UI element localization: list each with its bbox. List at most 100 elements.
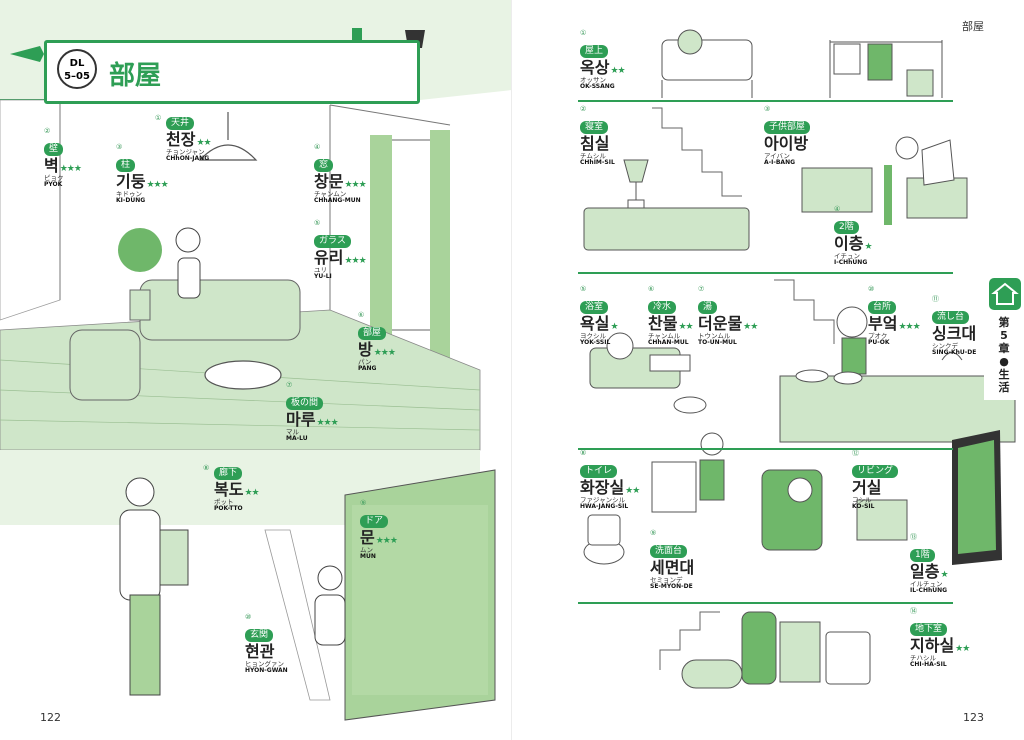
- entry-kitchen: ⑩ 台所 부엌★★★ プオク PU-OK: [868, 286, 921, 346]
- ja-label: 天井: [166, 117, 195, 130]
- kr-word: 찬물: [648, 314, 678, 333]
- kana-reading: シンクデ: [932, 342, 958, 350]
- entry-number: ⑧: [580, 449, 587, 457]
- romanization: OK-SSANG: [580, 82, 615, 90]
- entry-number: ⑤: [314, 219, 321, 227]
- star-rating: ★★★: [375, 536, 398, 546]
- ja-label: 柱: [116, 159, 136, 172]
- ja-label: 地下室: [910, 623, 948, 636]
- entry-number: ⑩: [868, 285, 875, 293]
- star-rating: ★: [610, 322, 618, 332]
- entry-ceiling: ① 天井 천장★★ チョンジャン CHhON-JANG: [155, 112, 212, 162]
- entry-number: ⑩: [245, 613, 252, 621]
- entry-number: ⑨: [650, 529, 657, 537]
- entry-cold-water: ⑥ 冷水 찬물★★ チャンムル CHhAN-MUL: [648, 286, 694, 346]
- star-rating: ★★★: [344, 180, 366, 190]
- entry-number: ⑦: [698, 285, 705, 293]
- ja-label: 部屋: [358, 327, 387, 340]
- entry-number: ⑧: [203, 464, 210, 472]
- kana-reading: ムン: [360, 546, 373, 554]
- entry-number: ⑫: [852, 449, 859, 457]
- kana-reading: チャンムル: [648, 332, 681, 340]
- star-rating: ★★★: [59, 164, 82, 174]
- section-divider: [578, 602, 953, 604]
- star-rating: ★★: [625, 486, 640, 496]
- kr-word: 이층: [834, 234, 864, 253]
- dl-badge-code: 5–05: [64, 71, 90, 82]
- entry-number: ④: [314, 143, 321, 151]
- romanization: HWA-JANG-SIL: [580, 502, 629, 510]
- house-icon: [989, 278, 1021, 310]
- romanization: KO-SIL: [852, 502, 875, 510]
- ja-label: ドア: [360, 515, 389, 528]
- romanization: YOK-SSIL: [580, 338, 611, 346]
- kana-reading: チムシル: [580, 152, 606, 160]
- kr-word: 천장: [166, 130, 196, 149]
- kr-word: 창문: [314, 172, 344, 191]
- page-number-right: 123: [963, 711, 984, 724]
- dl-badge[interactable]: DL 5–05: [57, 49, 97, 89]
- kana-reading: イチュン: [834, 252, 860, 260]
- chapter-tab[interactable]: 第5章●生活: [984, 278, 1024, 400]
- kr-word: 유리: [314, 248, 344, 267]
- kana-reading: キドゥン: [116, 190, 142, 198]
- romanization: MUN: [360, 552, 376, 560]
- kana-reading: マル: [286, 428, 299, 436]
- entry-number: ⑥: [358, 311, 365, 319]
- kr-word: 더운물: [698, 314, 743, 333]
- romanization: SE-MYON-DE: [650, 582, 693, 590]
- entry-door: ⑨ ドア 문★★★ ムン MUN: [360, 500, 398, 560]
- kana-reading: ピョク: [44, 174, 64, 182]
- entry-wooden-floor: ⑦ 板の間 마루★★★ マル MA-LU: [286, 382, 339, 442]
- kana-reading: アイバン: [764, 152, 790, 160]
- kr-word: 거실: [852, 478, 882, 497]
- kr-word: 기둥: [116, 172, 146, 191]
- ja-label: 洗面台: [650, 545, 688, 558]
- kr-word: 현관: [245, 642, 275, 661]
- ja-label: ガラス: [314, 235, 351, 248]
- kr-word: 일층: [910, 562, 940, 581]
- star-rating: ★★: [610, 66, 625, 76]
- kr-word: 마루: [286, 410, 316, 429]
- romanization: PYOK: [44, 180, 63, 188]
- kana-reading: イルチュン: [910, 580, 943, 588]
- entry-number: ④: [834, 205, 841, 213]
- kana-reading: プオク: [868, 332, 888, 340]
- star-rating: ★★: [743, 322, 758, 332]
- kana-reading: オッサン: [580, 76, 606, 84]
- entry-number: ⑪: [932, 295, 939, 303]
- kana-reading: チハシル: [910, 654, 936, 662]
- entry-window: ④ 窓 창문★★★ チャンムン CHhANG-MUN: [314, 144, 367, 204]
- section-divider: [578, 272, 953, 274]
- kr-word: 세면대: [650, 558, 695, 577]
- entry-second-floor: ④ 2階 이층★ イチュン I-CHhUNG: [834, 206, 873, 266]
- romanization: PANG: [358, 364, 377, 372]
- house-illustration: [583, 29, 1016, 689]
- entry-bedroom: ② 寝室 침실 チムシル CHhIM-SIL: [580, 106, 615, 166]
- romanization: CHI-HA-SIL: [910, 660, 947, 668]
- entry-hot-water: ⑦ 湯 더운물★★ トウンムル TO-UN-MUL: [698, 286, 758, 346]
- kana-reading: コシル: [852, 496, 872, 504]
- kr-word: 벽: [44, 156, 59, 175]
- romanization: HYON-GWAN: [245, 666, 288, 674]
- entry-first-floor: ⑬ 1階 일층★ イルチュン IL-CHhUNG: [910, 534, 949, 594]
- kr-word: 부엌: [868, 314, 898, 333]
- romanization: IL-CHhUNG: [910, 586, 948, 594]
- kr-word: 방: [358, 340, 373, 359]
- romanization: POK-TTO: [214, 504, 243, 512]
- star-rating: ★★: [678, 322, 693, 332]
- ja-label: 1階: [910, 549, 935, 562]
- entry-living-room: ⑫ リビング 거실 コシル KO-SIL: [852, 450, 899, 510]
- entry-rooftop: ① 屋上 옥상★★ オッサン OK-SSANG: [580, 30, 626, 90]
- section-divider: [578, 448, 953, 450]
- ja-label: 板の間: [286, 397, 324, 410]
- entry-basement: ⑭ 地下室 지하실★★ チハシル CHI-HA-SIL: [910, 608, 970, 668]
- entry-room: ⑥ 部屋 방★★★ パン PANG: [358, 312, 396, 372]
- romanization: KI-DUNG: [116, 196, 146, 204]
- kana-reading: チョンジャン: [166, 148, 205, 156]
- star-rating: ★: [940, 570, 948, 580]
- entry-pillar: ③ 柱 기둥★★★ キドゥン KI-DUNG: [116, 144, 169, 204]
- ja-label: 2階: [834, 221, 859, 234]
- kana-reading: ユリ: [314, 266, 327, 274]
- entry-number: ⑬: [910, 533, 917, 541]
